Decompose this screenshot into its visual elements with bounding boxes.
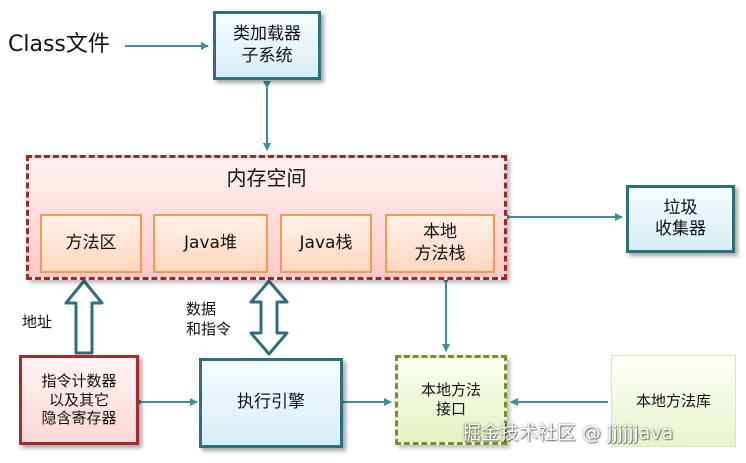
- address-label: 地址: [22, 313, 53, 331]
- java-stack-box: Java栈: [280, 214, 372, 273]
- native-library-box: 本地方法库: [611, 355, 736, 447]
- native-method-stack-box: 本地 方法栈: [385, 214, 495, 273]
- execution-engine-box: 执行引擎: [199, 358, 343, 448]
- method-area-box: 方法区: [40, 214, 142, 273]
- watermark-text: 掘金技术社区 @ jjjjjjava: [462, 422, 674, 444]
- memory-space-title: 内存空间: [226, 166, 307, 190]
- native-interface-box: 本地方法 接口: [395, 355, 507, 445]
- java-heap-box: Java堆: [153, 214, 268, 273]
- data-instructions-block-arrow: [249, 279, 289, 356]
- program-counter-box: 指令计数器 以及其它 隐含寄存器: [19, 355, 139, 445]
- class-loader-box: 类加载器 子系统: [213, 11, 321, 80]
- data-instructions-label: 数据 和指令: [186, 300, 232, 339]
- address-block-arrow: [64, 279, 104, 355]
- garbage-collector-box: 垃圾 收集器: [626, 185, 735, 253]
- class-file-label: Class文件: [8, 32, 110, 57]
